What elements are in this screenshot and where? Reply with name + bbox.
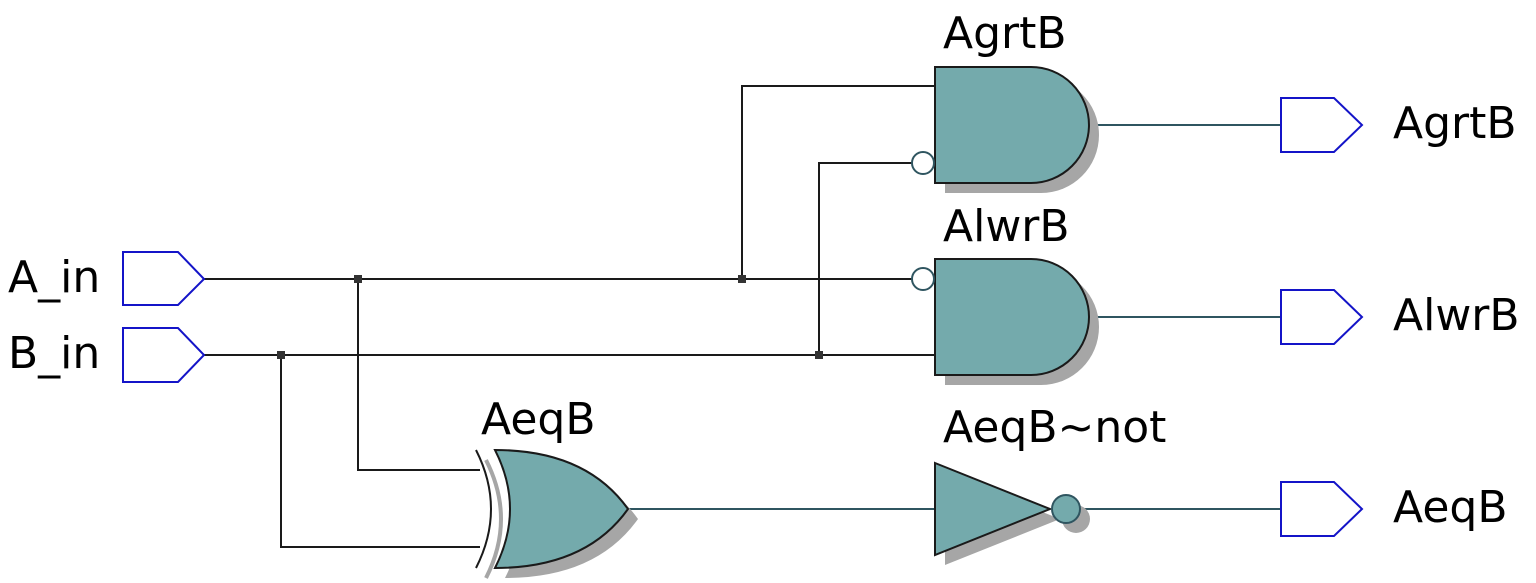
gate-label-aeqb: AeqB: [481, 394, 596, 445]
input-label-b: B_in: [8, 328, 100, 379]
output-pin-aeqb[interactable]: AeqB: [1280, 481, 1508, 537]
wire-b-to-agrtb: [818, 162, 912, 355]
junction-b-xor: [277, 351, 285, 359]
inverter-bubble-agrtb: [911, 151, 935, 175]
gate-label-agrtb: AgrtB: [943, 8, 1067, 59]
not-gate-aeqb-not[interactable]: AeqB~not: [934, 402, 1166, 565]
wire-a-to-xor: [357, 279, 480, 471]
output-label-aeqb: AeqB: [1393, 482, 1508, 533]
wire-a-to-agrtb: [741, 85, 935, 279]
input-pin-a[interactable]: A_in: [8, 251, 206, 306]
wires: [204, 85, 1281, 548]
output-label-agrtb: AgrtB: [1393, 98, 1517, 149]
output-label-alwrb: AlwrB: [1393, 290, 1520, 341]
gate-label-not: AeqB~not: [943, 402, 1166, 453]
junction-a-xor: [354, 275, 362, 283]
and-gate-alwrb[interactable]: AlwrB: [911, 201, 1099, 385]
junction-a-agrtb: [738, 275, 746, 283]
inverter-bubble-not: [1051, 494, 1081, 524]
output-pin-alwrb[interactable]: AlwrB: [1280, 289, 1520, 345]
junction-b-agrtb: [815, 351, 823, 359]
gate-label-alwrb: AlwrB: [943, 201, 1070, 252]
junctions: [277, 275, 823, 359]
inverter-bubble-alwrb: [911, 267, 935, 291]
and-gate-agrtb[interactable]: AgrtB: [911, 8, 1099, 193]
input-pin-b[interactable]: B_in: [8, 327, 206, 383]
xor-gate-aeqb[interactable]: AeqB: [475, 394, 638, 579]
input-label-a: A_in: [8, 252, 100, 303]
output-pin-agrtb[interactable]: AgrtB: [1280, 97, 1517, 153]
wire-b-to-xor: [280, 355, 480, 548]
